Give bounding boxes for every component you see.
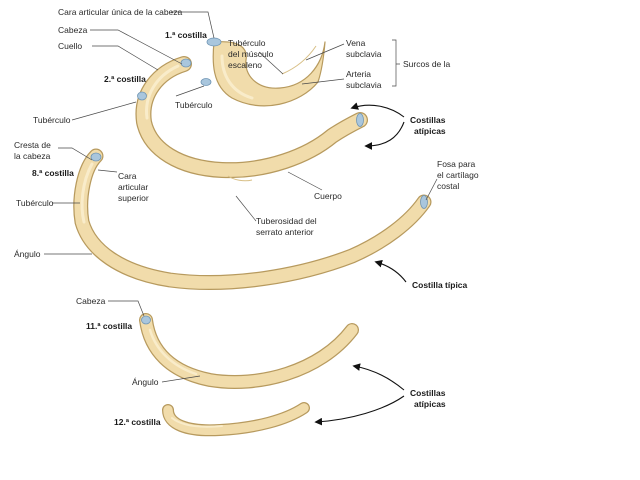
label-tuberculo-1: Tubérculo: [175, 100, 213, 110]
twelfth-rib: [162, 402, 310, 437]
label-cuerpo: Cuerpo: [314, 191, 342, 201]
eleventh-rib-head: [141, 315, 151, 325]
labels: Cara articular única de la cabeza Cabeza…: [14, 7, 479, 427]
label-costillas-atipicas-top-1: Costillas: [410, 115, 446, 125]
leader-lines: [44, 11, 438, 383]
first-rib: [200, 37, 326, 107]
label-fosa-1: Fosa para: [437, 159, 476, 169]
label-vena-1: Vena: [346, 38, 366, 48]
second-rib-tubercle: [137, 91, 147, 101]
label-costillas-atipicas-top-2: atípicas: [414, 126, 446, 136]
label-cabeza-2: Cabeza: [58, 25, 88, 35]
label-angulo-8: Ángulo: [14, 249, 41, 259]
label-costilla-8: 8.ª costilla: [32, 168, 74, 178]
eighth-rib-head: [90, 152, 102, 162]
label-tuberculo-musculo-1: Tubérculo: [228, 38, 266, 48]
second-rib: [135, 56, 368, 182]
label-cuello: Cuello: [58, 41, 82, 51]
eleventh-rib: [139, 313, 359, 389]
label-vena-2: subclavia: [346, 49, 382, 59]
label-fosa-3: costal: [437, 181, 459, 191]
label-costilla-tipica: Costilla típica: [412, 280, 468, 290]
label-cara-articular-unica: Cara articular única de la cabeza: [58, 7, 183, 17]
label-arteria-2: subclavia: [346, 80, 382, 90]
label-tuberosidad-1: Tuberosidad del: [256, 216, 317, 226]
label-costillas-atipicas-bot-1: Costillas: [410, 388, 446, 398]
label-arteria-1: Arteria: [346, 69, 371, 79]
label-cresta-2: la cabeza: [14, 151, 51, 161]
label-cara-sup-2: articular: [118, 182, 148, 192]
label-cresta-1: Cresta de: [14, 140, 51, 150]
second-rib-head: [180, 58, 192, 68]
label-costillas-atipicas-bot-2: atípicas: [414, 399, 446, 409]
eighth-rib: [73, 148, 432, 291]
label-costilla-11: 11.ª costilla: [86, 321, 132, 331]
label-tuberculo-musculo-2: del músculo: [228, 49, 274, 59]
second-rib-costal-end: [356, 113, 364, 127]
label-fosa-2: el cartílago: [437, 170, 479, 180]
label-surcos: Surcos de la: [403, 59, 451, 69]
arrows: [314, 102, 407, 426]
label-tuberculo-musculo-3: escaleno: [228, 60, 262, 70]
label-cabeza-11: Cabeza: [76, 296, 106, 306]
label-costilla-1: 1.ª costilla: [165, 30, 207, 40]
first-rib-tubercle-facet: [200, 78, 212, 86]
label-cara-sup-3: superior: [118, 193, 149, 203]
label-costilla-12: 12.ª costilla: [114, 417, 161, 427]
first-rib-articular-facet: [206, 37, 222, 47]
label-tuberculo-8: Tubérculo: [16, 198, 54, 208]
label-costilla-2: 2.ª costilla: [104, 74, 146, 84]
label-tuberosidad-2: serrato anterior: [256, 227, 314, 237]
label-angulo-11: Ángulo: [132, 377, 159, 387]
label-cara-sup-1: Cara: [118, 171, 137, 181]
label-tuberculo-2: Tubérculo: [33, 115, 71, 125]
eighth-rib-costal-end: [420, 195, 428, 209]
